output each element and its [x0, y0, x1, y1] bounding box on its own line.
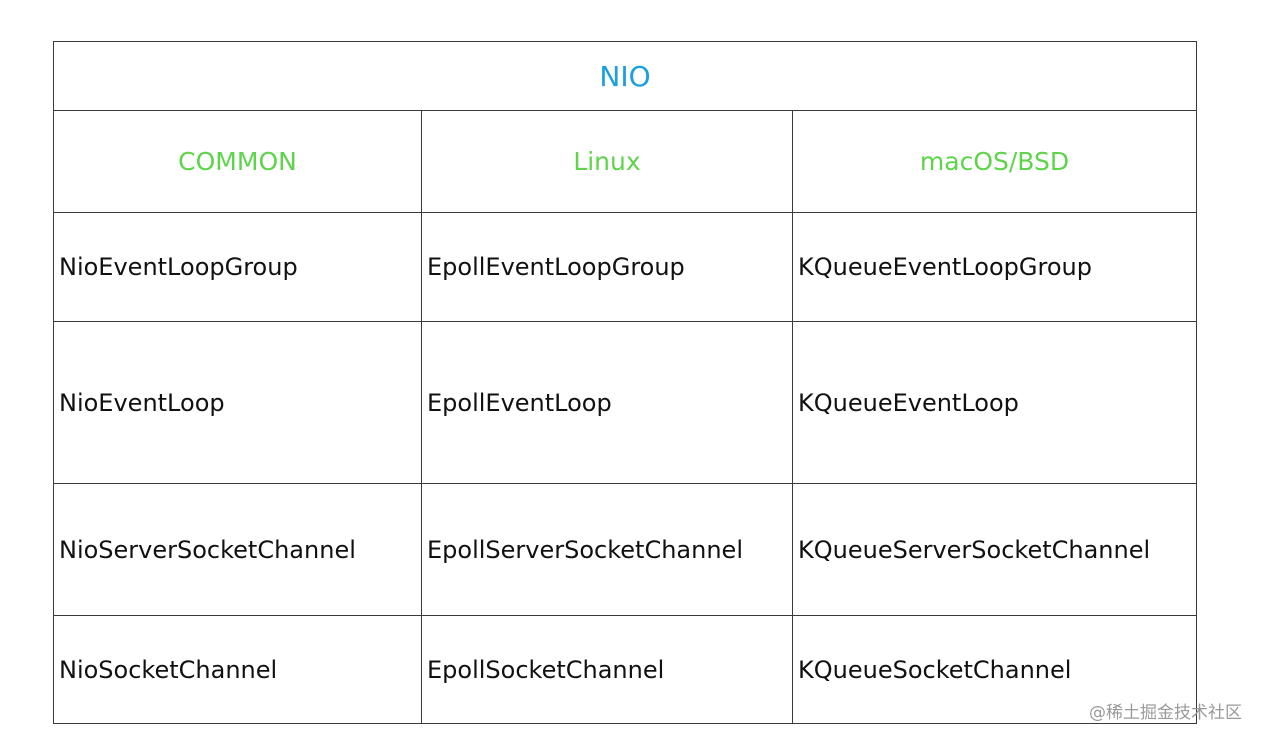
table-title: NIO [52, 41, 1198, 111]
header-linux: Linux [421, 110, 793, 213]
header-common: COMMON [53, 110, 422, 213]
table-cell: NioServerSocketChannel [53, 483, 422, 616]
table-row: NioEventLoop EpollEventLoop KQueueEventL… [53, 321, 1198, 484]
table-cell: NioEventLoopGroup [53, 212, 422, 322]
table-cell: NioSocketChannel [53, 615, 422, 724]
table-cell: KQueueServerSocketChannel [791, 483, 1198, 616]
table-cell: KQueueEventLoop [791, 321, 1198, 484]
table-cell: EpollServerSocketChannel [421, 483, 793, 616]
table-row: NioEventLoopGroup EpollEventLoopGroup KQ… [53, 212, 1198, 322]
table-row: NioSocketChannel EpollSocketChannel KQue… [53, 615, 1198, 724]
header-macos-bsd: macOS/BSD [791, 110, 1198, 213]
table-cell: KQueueEventLoopGroup [791, 212, 1198, 322]
table-cell: EpollEventLoopGroup [421, 212, 793, 322]
table-row: NioServerSocketChannel EpollServerSocket… [53, 483, 1198, 616]
header-row: COMMON Linux macOS/BSD [53, 110, 1198, 213]
table-cell: KQueueSocketChannel [791, 615, 1198, 724]
nio-comparison-table: NIO COMMON Linux macOS/BSD NioEventLoopG… [52, 41, 1198, 724]
table-cell: EpollSocketChannel [421, 615, 793, 724]
watermark: @稀土掘金技术社区 [1089, 703, 1242, 723]
table-cell: NioEventLoop [53, 321, 422, 484]
title-row: NIO [52, 41, 1198, 111]
table-cell: EpollEventLoop [421, 321, 793, 484]
